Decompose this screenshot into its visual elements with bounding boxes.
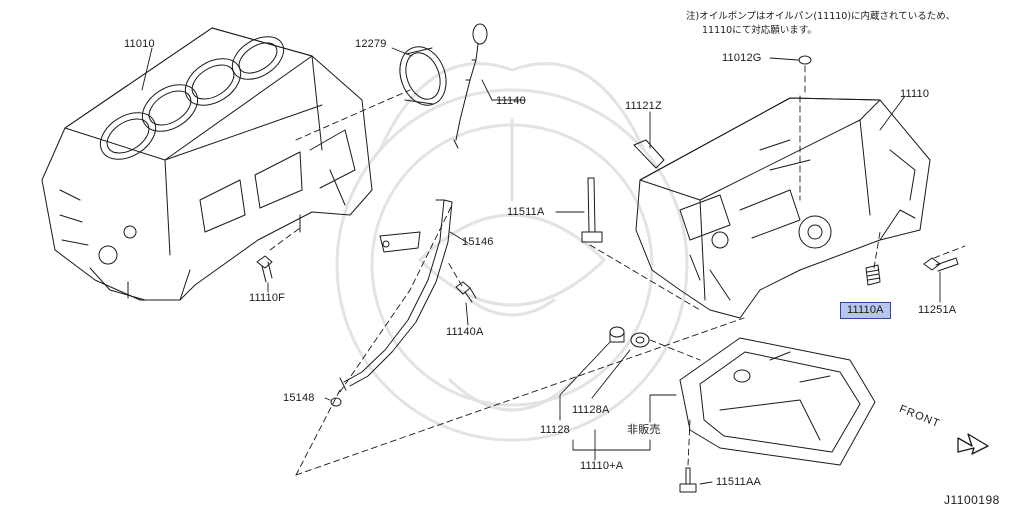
- oil-level-gauge-11140[interactable]: [453, 23, 488, 149]
- front-arrow-icon: [957, 433, 989, 455]
- assembly-dashed-lines: [269, 65, 966, 476]
- part-label-11511a[interactable]: 11511A: [507, 206, 545, 218]
- part-label-11121z[interactable]: 11121Z: [625, 100, 662, 112]
- rear-oil-seal-12279[interactable]: [392, 40, 454, 111]
- part-label-11110f[interactable]: 11110F: [249, 292, 286, 304]
- watermark-crest-icon: [335, 62, 689, 442]
- part-label-15146[interactable]: 15146: [462, 236, 494, 248]
- part-label-15148[interactable]: 15148: [283, 392, 315, 404]
- note-line-2: 11110にて対応願います。: [702, 25, 817, 36]
- leader-lines: [141, 47, 941, 485]
- bolt-11511a[interactable]: [581, 177, 603, 243]
- part-label-11128a[interactable]: 11128A: [572, 404, 610, 416]
- part-label-11110a-selected[interactable]: 11110A: [840, 302, 891, 319]
- oil-pan-lower[interactable]: [679, 337, 876, 466]
- bolt-11511aa[interactable]: [679, 467, 697, 493]
- part-label-11128[interactable]: 11128: [540, 424, 570, 436]
- part-label-11140a[interactable]: 11140A: [446, 326, 484, 338]
- cylinder-block-11010[interactable]: [41, 27, 373, 301]
- stud-11110a[interactable]: [865, 264, 881, 286]
- drain-plug-11128[interactable]: [609, 326, 625, 343]
- part-label-11012g[interactable]: 11012G: [722, 52, 762, 64]
- part-label-12279[interactable]: 12279: [355, 38, 387, 50]
- o-ring-15148[interactable]: [330, 397, 342, 407]
- drain-washer-11128a[interactable]: [630, 332, 650, 348]
- bolt-11251a[interactable]: [923, 257, 959, 272]
- part-label-11511aa[interactable]: 11511AA: [716, 476, 762, 488]
- oil-gauge-guide-15146[interactable]: [339, 199, 453, 391]
- part-label-11140[interactable]: 11140: [496, 95, 526, 107]
- part-label-11110-plus-a[interactable]: 11110+A: [580, 460, 624, 472]
- oil-pan-upper-11110[interactable]: [635, 97, 931, 319]
- part-label-11251a[interactable]: 11251A: [918, 304, 957, 316]
- bolt-11110f[interactable]: [256, 255, 273, 283]
- part-label-11110[interactable]: 11110: [900, 88, 930, 100]
- baffle-11121z[interactable]: [633, 139, 665, 169]
- part-label-not-for-sale: 非販売: [627, 424, 661, 436]
- diagram-id: J1100198: [944, 493, 1000, 507]
- o-ring-11012g[interactable]: [798, 55, 812, 65]
- note-line-1: 注)オイルポンプはオイルパン(11110)に内蔵されているため、: [686, 11, 956, 22]
- bolt-11140a[interactable]: [455, 281, 477, 303]
- part-label-11010[interactable]: 11010: [124, 38, 155, 50]
